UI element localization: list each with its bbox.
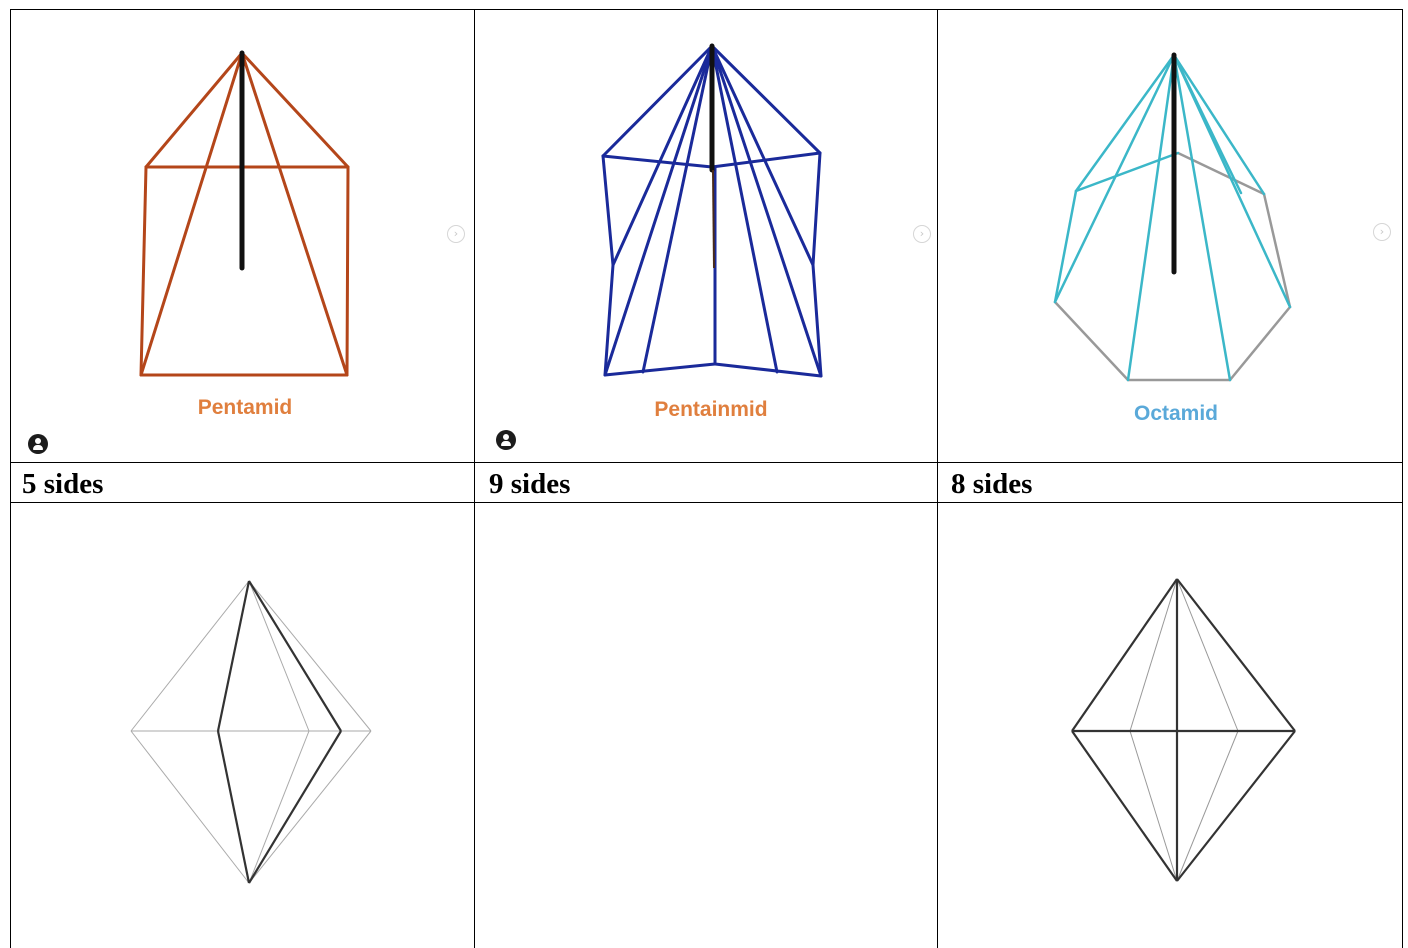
table-left-border <box>10 9 11 948</box>
column-divider-1 <box>474 9 475 948</box>
bipyramid-drawing-left <box>130 580 372 884</box>
user-icon <box>28 434 48 454</box>
bipyramid-drawing-right <box>1071 578 1296 882</box>
column-divider-2 <box>937 9 938 948</box>
pentainmid-drawing <box>601 43 823 378</box>
figure-label-pentainmid: Pentainmid <box>654 398 768 421</box>
user-icon <box>496 430 516 450</box>
chevron-right-icon[interactable]: › <box>1373 223 1391 241</box>
table-top-border <box>10 9 1403 10</box>
caption-5-sides: 5 sides <box>22 468 104 500</box>
caption-8-sides: 8 sides <box>951 468 1033 500</box>
pentamid-drawing <box>139 50 350 377</box>
table-right-border <box>1402 9 1403 948</box>
caption-9-sides: 9 sides <box>489 468 571 500</box>
caption-divider <box>10 502 1403 503</box>
chevron-right-icon[interactable]: › <box>447 225 465 243</box>
row-divider <box>10 462 1403 463</box>
chevron-right-icon[interactable]: › <box>913 225 931 243</box>
figure-label-pentamid: Pentamid <box>197 396 293 419</box>
figure-label-octamid: Octamid <box>1133 402 1219 425</box>
empty-cell <box>475 503 937 948</box>
octamid-drawing <box>1053 52 1292 382</box>
